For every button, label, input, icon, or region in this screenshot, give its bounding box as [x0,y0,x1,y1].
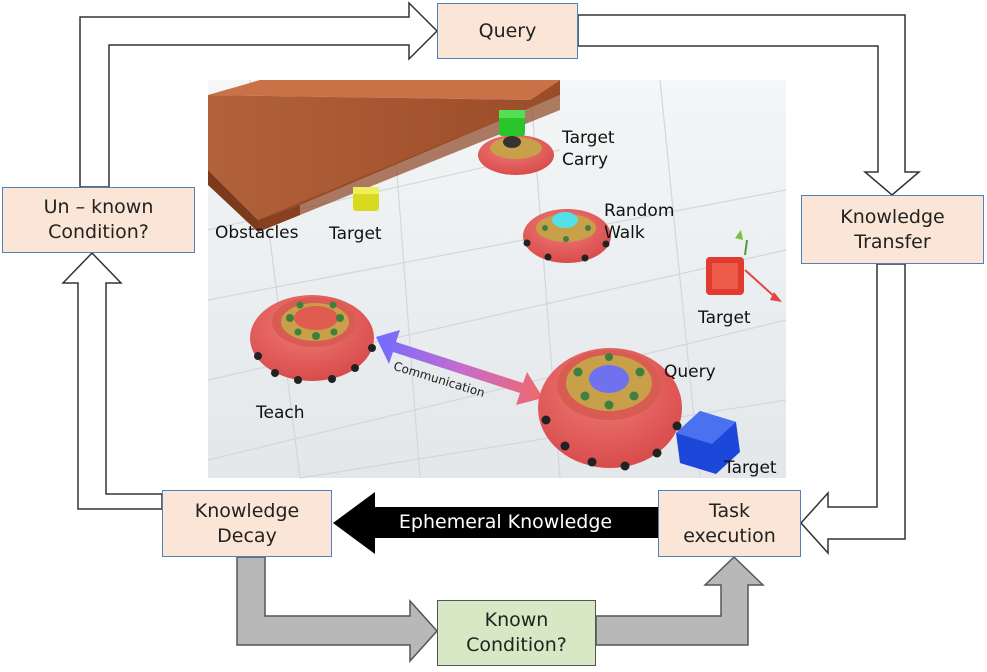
known-condition-box: Known Condition? [437,600,596,666]
scene-label-teach: Teach [256,403,305,423]
knowledge-decay-box: Knowledge Decay [162,490,332,557]
arrow-decay-to-known [236,556,439,663]
scene-label-target-yellow: Target [329,224,382,244]
scene-label-target-red: Target [698,308,751,328]
task-execution-box: Task execution [658,490,801,557]
query-box: Query [437,3,578,59]
knowledge-transfer-box: Knowledge Transfer [801,195,984,264]
ephemeral-knowledge-label: Ephemeral Knowledge [398,511,613,533]
arrow-transfer-to-task [799,263,906,555]
scene-label-obstacles: Obstacles [215,223,299,243]
scene-label-target-carry: Target Carry [562,128,615,170]
arrow-known-to-task [595,555,765,646]
arrow-unknown-to-query [79,1,439,188]
ephemeral-knowledge-arrow [333,492,658,554]
scene-label-query: Query [664,362,716,382]
scene-label-target-blue: Target [724,458,777,478]
scene-label-random-walk: Random Walk [604,201,675,243]
arrow-query-to-transfer [577,14,922,196]
communication-arrow [376,330,543,405]
simulation-scene [207,79,787,479]
unknown-condition-box: Un – known Condition? [2,187,195,253]
arrow-decay-to-unknown [61,251,163,510]
